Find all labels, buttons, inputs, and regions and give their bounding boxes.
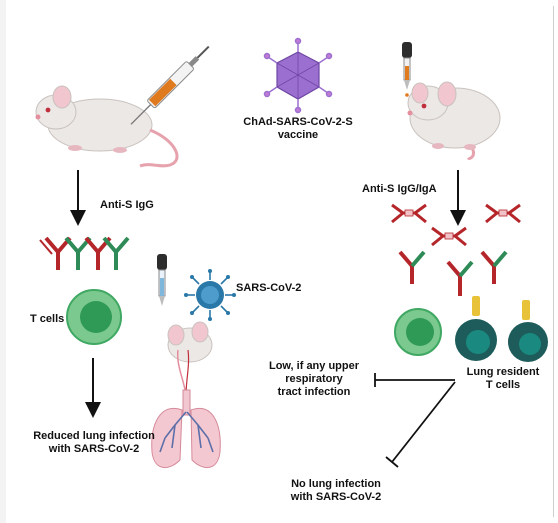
right-tcell-label: Lung resident T cells: [458, 366, 548, 392]
t-cell-icon: [66, 289, 122, 345]
lungs-icon: [151, 389, 221, 468]
antibody-icon: [64, 236, 92, 270]
lung-outcome-line2: with SARS-CoV-2: [290, 491, 382, 503]
dropper-icon: [402, 42, 412, 97]
iga-dimer-icon: [485, 203, 521, 224]
vaccine-virion-icon: [263, 37, 333, 114]
left-outcome-label: Reduced lung infection with SARS-CoV-2: [14, 430, 174, 456]
upper-tract-line3: tract infection: [277, 386, 351, 398]
right-tcell-line2: T cells: [485, 379, 521, 391]
mouse-icon: [407, 81, 501, 160]
lung-outcome-label: No lung infection with SARS-CoV-2: [276, 478, 396, 504]
right-antibody-label: Anti-S IgG/IgA: [362, 183, 437, 195]
t-cell-icon: [508, 300, 548, 362]
inhibition-arrow-lung: [385, 381, 456, 468]
inhibition-arrow-upper-tract: [374, 373, 455, 387]
mouse-respiratory-tract-icon: [167, 321, 213, 396]
t-cell-icon: [394, 308, 442, 356]
vaccine-label-line2: vaccine: [277, 129, 319, 141]
antibody-icon: [39, 236, 72, 270]
left-antibody-label: Anti-S IgG: [100, 199, 154, 211]
left-outcome-line2: with SARS-CoV-2: [48, 443, 140, 455]
upper-tract-line2: respiratory: [285, 373, 343, 385]
left-outcome-line1: Reduced lung infection: [33, 430, 155, 442]
coronavirus-icon: [184, 269, 236, 321]
antibody-icon: [398, 250, 426, 284]
antibody-icon: [446, 260, 474, 296]
iga-dimer-icon: [391, 203, 427, 224]
right-tcell-line1: Lung resident: [466, 366, 540, 378]
antibody-icon: [102, 236, 130, 270]
vaccine-label-line1: ChAd-SARS-CoV-2-S: [243, 116, 353, 128]
vaccine-label: ChAd-SARS-CoV-2-S vaccine: [228, 116, 368, 142]
syringe-icon: [130, 45, 210, 125]
iga-dimer-icon: [431, 226, 467, 247]
left-margin-strip: [0, 0, 6, 523]
dropper-icon: [157, 254, 167, 306]
mouse-icon: [35, 85, 179, 168]
upper-tract-label: Low, if any upper respiratory tract infe…: [258, 360, 370, 399]
virus-label: SARS-CoV-2: [236, 282, 302, 294]
t-cell-icon: [455, 296, 497, 361]
left-tcell-label: T cells: [30, 313, 65, 325]
upper-tract-line1: Low, if any upper: [268, 360, 360, 372]
antibody-icon: [480, 250, 508, 284]
lung-outcome-line1: No lung infection: [291, 478, 381, 490]
right-border-line: [553, 6, 554, 517]
